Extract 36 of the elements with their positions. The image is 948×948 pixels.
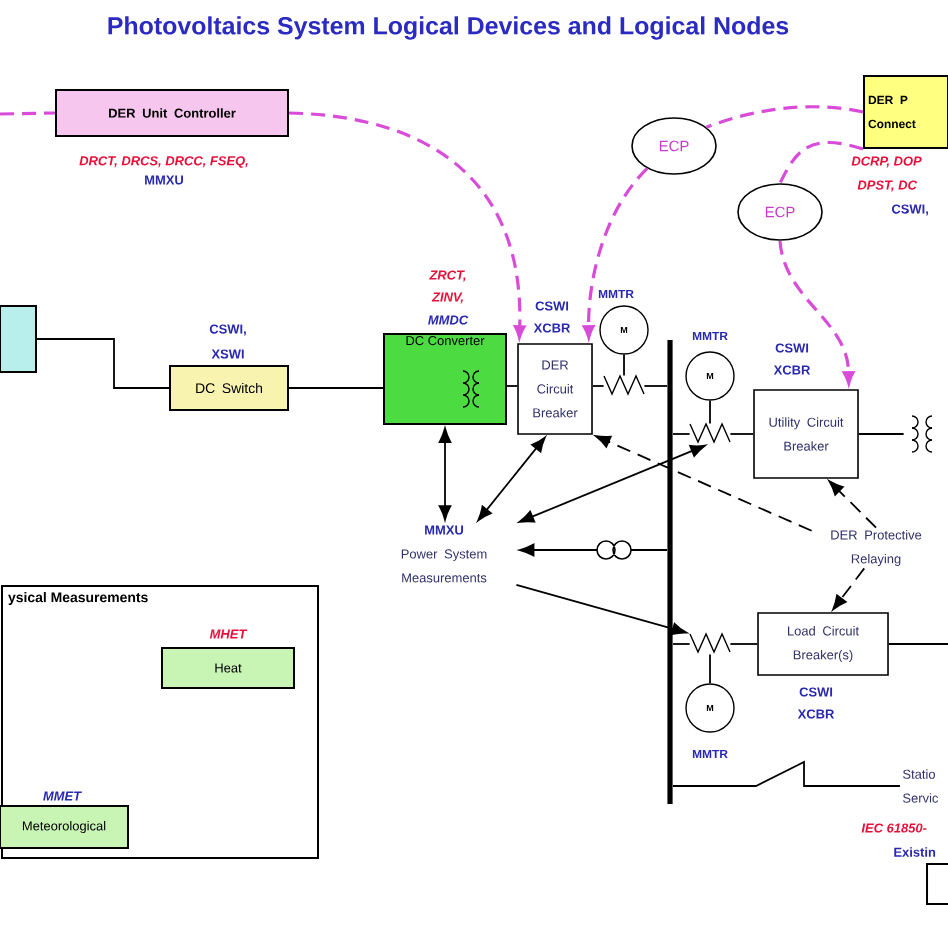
arrow	[515, 583, 688, 636]
connector-line	[705, 105, 864, 129]
connector-line	[672, 433, 691, 435]
arrow	[832, 567, 866, 611]
arrow	[518, 444, 706, 523]
connector-line	[506, 385, 519, 387]
arrow	[477, 436, 546, 522]
connector-line	[857, 433, 905, 435]
current-transformer-symbol	[689, 422, 731, 444]
arrow	[778, 240, 855, 385]
title: Photovoltaics System Logical Devices and Logical Nodes	[108, 16, 789, 40]
connector-line	[709, 399, 711, 425]
connector-line	[288, 387, 384, 389]
arrow	[595, 435, 813, 532]
box	[926, 863, 948, 905]
connector-line	[729, 643, 759, 645]
connector-line	[672, 643, 691, 645]
connector-line	[643, 385, 668, 387]
connector-line	[709, 653, 711, 685]
connector-line	[591, 385, 605, 387]
connector-line	[36, 338, 170, 389]
arrow	[828, 480, 877, 529]
arrow	[519, 543, 668, 557]
connector-line	[0, 111, 56, 116]
arrow	[288, 111, 526, 339]
current-transformer-symbol	[689, 632, 731, 654]
connector-line	[672, 760, 901, 787]
connector-line	[887, 643, 948, 645]
connector-line	[623, 353, 625, 377]
source-box	[0, 305, 37, 373]
arrow	[438, 427, 452, 521]
current-transformer-symbol	[603, 374, 645, 396]
transformer-symbol	[911, 415, 933, 453]
arrow	[582, 167, 649, 339]
connector-line	[729, 433, 755, 435]
connector-line	[778, 140, 864, 184]
